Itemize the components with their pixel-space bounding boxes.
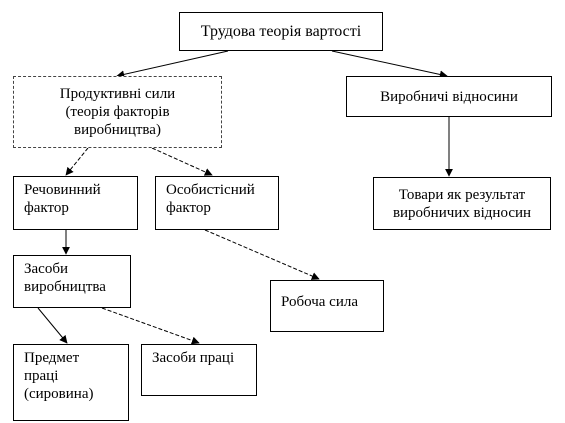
node-material-factor: Речовинний фактор bbox=[13, 176, 138, 230]
arrow-prod-to-material bbox=[65, 147, 89, 176]
node-label: Предмет праці (сировина) bbox=[24, 350, 94, 402]
node-means-of-production: Засоби виробництва bbox=[13, 255, 131, 308]
node-productive-forces: Продуктивні сили (теорія факторів виробн… bbox=[13, 76, 222, 148]
node-label: Засоби виробництва bbox=[24, 261, 106, 295]
node-label: Особистісний фактор bbox=[166, 182, 255, 216]
node-production-relations: Виробничі відносини bbox=[346, 76, 552, 117]
node-label: Засоби праці bbox=[152, 350, 235, 366]
arrow-root-to-prod bbox=[116, 50, 229, 79]
node-label: Продуктивні сили (теорія факторів виробн… bbox=[59, 86, 176, 138]
node-label: Речовинний фактор bbox=[24, 182, 101, 216]
node-label: Товари як результат виробничих відносин bbox=[392, 186, 532, 221]
node-object-of-labor: Предмет праці (сировина) bbox=[13, 344, 129, 421]
node-label: Робоча сила bbox=[281, 294, 358, 310]
arrow-means-to-instruments bbox=[101, 307, 200, 345]
node-label: Трудова теорія вартості bbox=[200, 22, 362, 40]
node-labor-force: Робоча сила bbox=[270, 280, 384, 332]
arrow-means-to-object bbox=[37, 307, 68, 344]
arrow-personal-to-labor bbox=[204, 229, 320, 280]
arrow-prod-to-personal bbox=[151, 147, 213, 176]
arrow-root-to-relations bbox=[331, 50, 448, 79]
node-label: Виробничі відносини bbox=[380, 88, 518, 105]
node-goods-as-result: Товари як результат виробничих відносин bbox=[373, 177, 551, 230]
node-instruments-of-labor: Засоби праці bbox=[141, 344, 257, 396]
node-personal-factor: Особистісний фактор bbox=[155, 176, 279, 230]
node-labor-theory-of-value: Трудова теорія вартості bbox=[179, 12, 383, 51]
